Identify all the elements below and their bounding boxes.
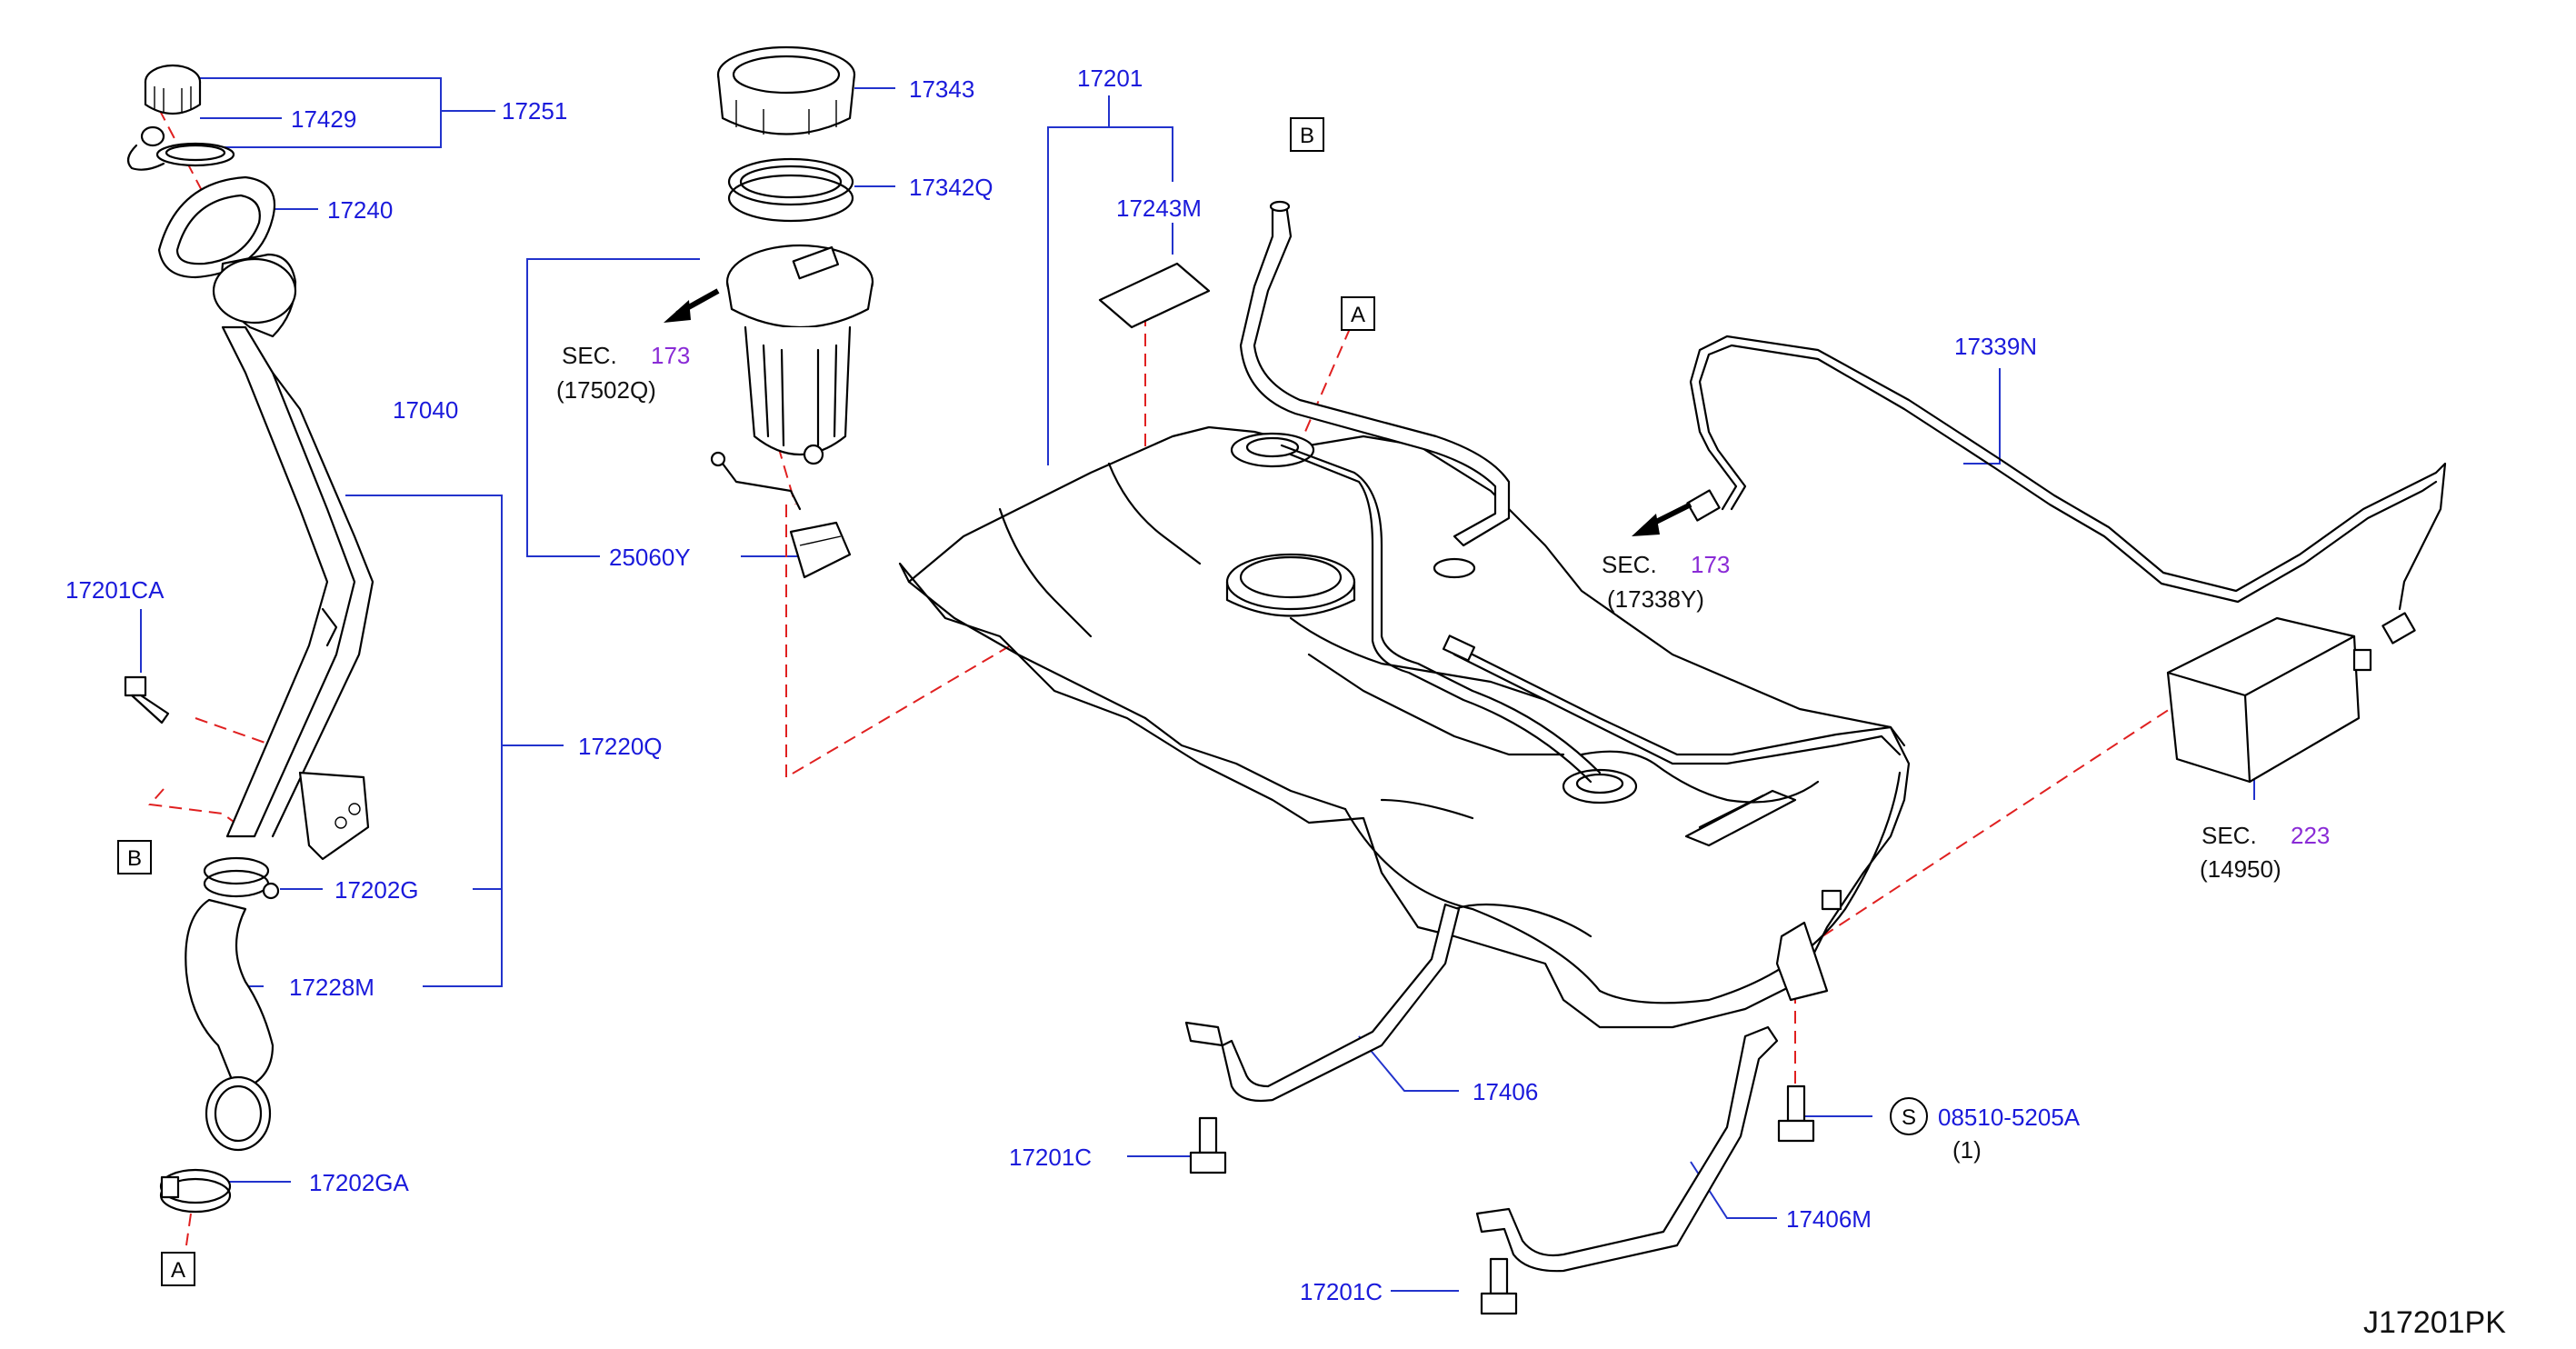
svg-text:A: A bbox=[1351, 303, 1365, 327]
svg-text:B: B bbox=[1300, 124, 1314, 148]
filler-tube bbox=[212, 253, 374, 861]
label-17201ca: 17201CA bbox=[65, 576, 165, 604]
filler-neck-ring bbox=[157, 175, 276, 279]
ref-box-b-top: B bbox=[1290, 117, 1324, 152]
ref-box-a-bottom: A bbox=[161, 1252, 195, 1286]
fuel-tank-17201 bbox=[898, 425, 1911, 1029]
strap-17406m bbox=[1475, 1025, 1779, 1273]
bolt-08510 bbox=[1777, 1084, 1815, 1143]
svg-text:SEC.: SEC. bbox=[2202, 822, 2257, 849]
part-labels: 17251 17429 17240 17040 17201CA 17220Q 1… bbox=[65, 65, 2081, 1305]
leader-lines bbox=[140, 77, 2255, 1292]
label-17406: 17406 bbox=[1473, 1078, 1538, 1105]
seal-17342q bbox=[727, 157, 854, 223]
svg-text:S: S bbox=[1902, 1105, 1916, 1130]
strap-17406 bbox=[1184, 903, 1461, 1103]
label-17202ga: 17202GA bbox=[309, 1169, 410, 1196]
pointer-arrow-evap bbox=[1632, 502, 1692, 536]
label-17339n: 17339N bbox=[1954, 333, 2037, 360]
svg-text:173: 173 bbox=[1691, 551, 1730, 578]
label-17240: 17240 bbox=[327, 196, 393, 224]
svg-text:(14950): (14950) bbox=[2200, 855, 2281, 883]
svg-text:B: B bbox=[127, 846, 142, 871]
label-08510-qty: (1) bbox=[1952, 1136, 1982, 1164]
label-17251: 17251 bbox=[502, 97, 567, 125]
label-17342q: 17342Q bbox=[909, 174, 993, 201]
label-patch-17243m bbox=[1098, 262, 1211, 329]
label-17406m: 17406M bbox=[1786, 1205, 1872, 1233]
label-17201c-b: 17201C bbox=[1300, 1278, 1383, 1305]
label-17343: 17343 bbox=[909, 75, 974, 103]
svg-text:(17502Q): (17502Q) bbox=[556, 376, 656, 404]
pointer-arrow-pump bbox=[664, 288, 720, 323]
label-17243m: 17243M bbox=[1116, 195, 1202, 222]
svg-text:SEC.: SEC. bbox=[1602, 551, 1657, 578]
section-ref-evap-line: SEC. 173 (17338Y) bbox=[1602, 551, 1730, 613]
bolt-17201c-b bbox=[1480, 1257, 1518, 1315]
label-17202g: 17202G bbox=[334, 876, 419, 904]
svg-text:173: 173 bbox=[651, 342, 690, 369]
svg-text:SEC.: SEC. bbox=[562, 342, 617, 369]
section-ref-fuel-pump: SEC. 173 (17502Q) bbox=[556, 342, 690, 404]
label-17201: 17201 bbox=[1077, 65, 1143, 92]
evap-canister bbox=[2166, 616, 2372, 784]
hose-clamp-17202ga bbox=[159, 1168, 232, 1214]
label-17429: 17429 bbox=[291, 105, 356, 133]
svg-text:223: 223 bbox=[2291, 822, 2330, 849]
s-symbol-circle: S bbox=[1890, 1097, 1928, 1135]
lock-ring-17343 bbox=[716, 45, 856, 135]
breather-tube-b bbox=[1239, 200, 1511, 547]
svg-text:A: A bbox=[171, 1258, 185, 1283]
ref-box-a-top: A bbox=[1341, 296, 1375, 331]
filler-cap-assembly bbox=[126, 64, 235, 171]
label-17040: 17040 bbox=[393, 396, 458, 424]
fuel-pump-17040 bbox=[710, 244, 874, 511]
label-17220q: 17220Q bbox=[578, 733, 663, 760]
label-17228m: 17228M bbox=[289, 974, 374, 1001]
fuel-sender-25060y bbox=[789, 521, 852, 579]
svg-text:(17338Y): (17338Y) bbox=[1607, 585, 1704, 613]
hose-clamp-17202g bbox=[203, 856, 280, 900]
bolt-17201ca bbox=[124, 675, 170, 724]
evap-line-17339n bbox=[1686, 335, 2447, 645]
diagram-code: J17201PK bbox=[2363, 1305, 2506, 1340]
label-25060y: 25060Y bbox=[609, 544, 691, 571]
bolt-17201c-a bbox=[1189, 1116, 1227, 1174]
section-ref-canister: SEC. 223 (14950) bbox=[2200, 822, 2330, 883]
label-08510-5205a: 08510-5205A bbox=[1938, 1104, 2081, 1131]
label-17201c-a: 17201C bbox=[1009, 1144, 1092, 1171]
filler-hose-17228m bbox=[185, 898, 275, 1152]
ref-box-b-left: B bbox=[117, 840, 152, 874]
